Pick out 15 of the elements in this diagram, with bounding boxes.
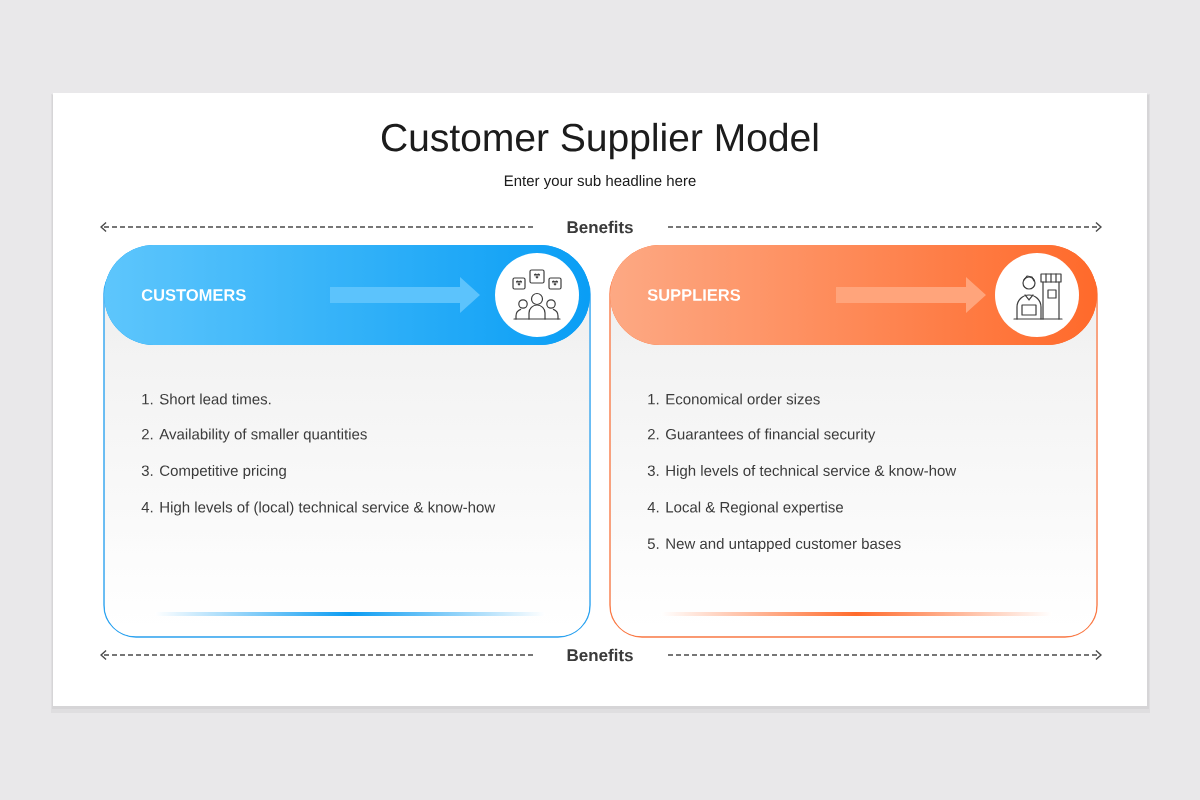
banner-label: CUSTOMERS [141, 289, 246, 301]
section-label: Benefits [567, 648, 633, 662]
list-item: 3. Competitive pricing [141, 465, 286, 479]
banner-label: SUPPLIERS [647, 289, 741, 301]
title: Customer Supplier Model [381, 122, 818, 160]
list-item: 1. Economical order sizes [648, 393, 820, 405]
list-item: 1. Short lead times. [142, 393, 271, 405]
section-label: Benefits [567, 220, 633, 234]
list-item: 2. Guarantees of financial security [647, 428, 876, 443]
list-item: 2. Availability of smaller quantities [141, 428, 367, 443]
list-item: 4. Local & Regional expertise [647, 501, 843, 516]
subtitle: Enter your sub headline here [504, 175, 696, 189]
list-item: 4. High levels of (local) technical service & know-how [141, 501, 496, 516]
list-item: 3. High levels of technical service & know-how [647, 465, 957, 479]
list-item: 5. New and untapped customer bases [647, 538, 901, 552]
